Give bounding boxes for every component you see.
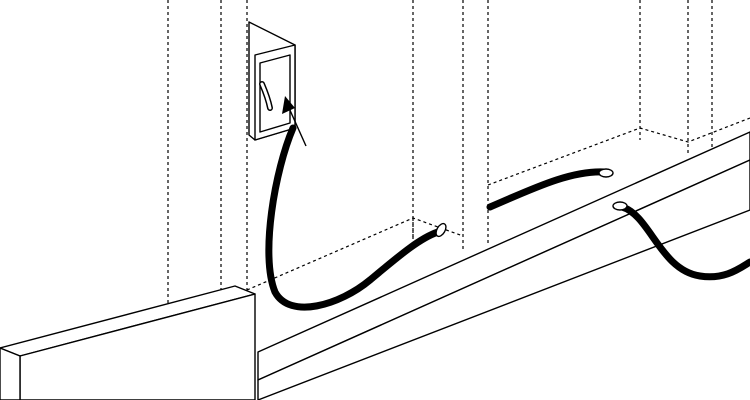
cables (265, 124, 750, 311)
cable-right-bay (618, 203, 750, 281)
arrow-head-icon (282, 96, 295, 114)
panel-side (0, 347, 21, 400)
plate-top-face (257, 131, 750, 381)
drywall-panel (0, 285, 256, 400)
drill-holes (435, 168, 628, 238)
hidden-plate-edge (487, 117, 750, 186)
drill-hole (435, 222, 447, 238)
drill-hole (612, 201, 628, 211)
electrical-box (248, 21, 296, 141)
cable-end-highlight (260, 82, 272, 110)
panel-face (19, 293, 256, 400)
arrow (282, 96, 307, 147)
arrow-shaft (288, 107, 307, 147)
cable-middle-bay (486, 168, 609, 211)
drill-hole (598, 168, 614, 178)
cable-from-box (265, 124, 442, 311)
plate-front-face (257, 159, 750, 400)
bottom-plate (257, 131, 750, 400)
